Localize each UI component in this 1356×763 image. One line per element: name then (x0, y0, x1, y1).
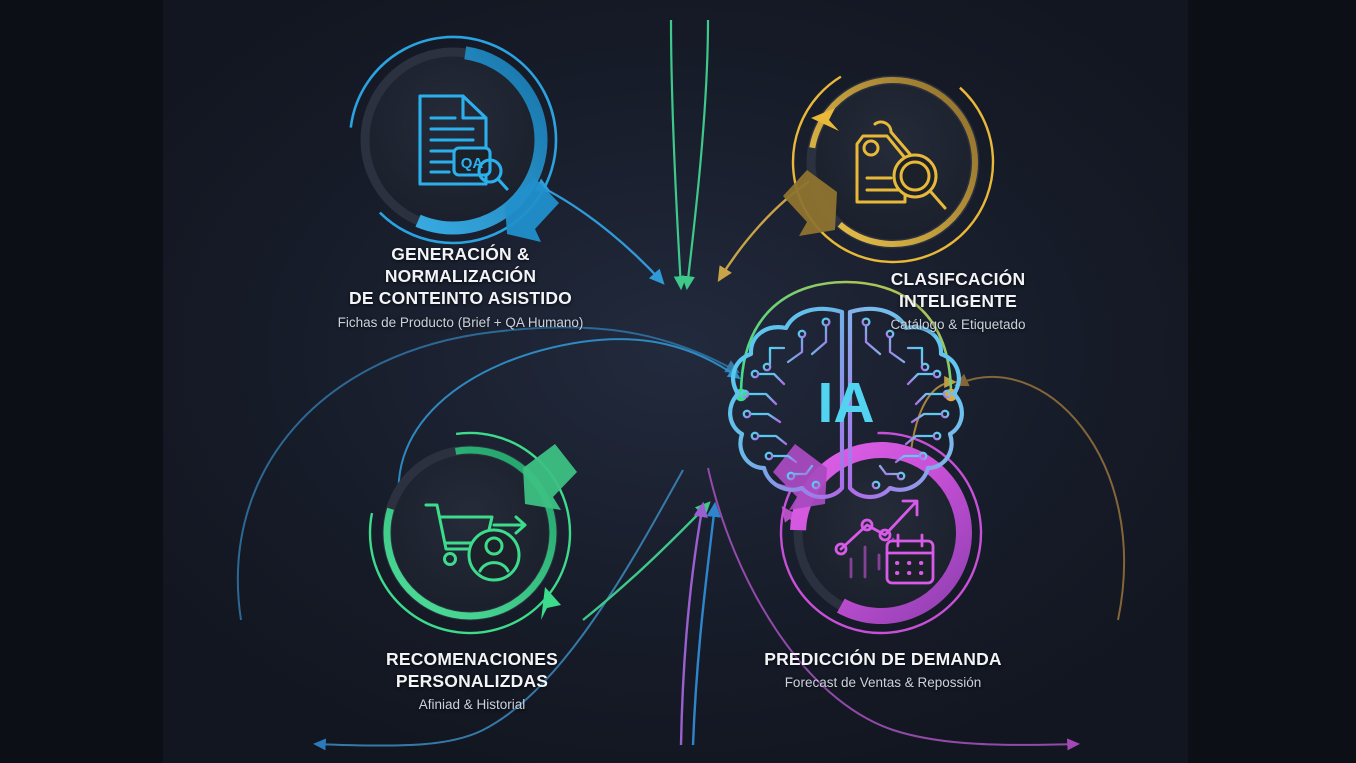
label-clasificacion-inteligente: CLASIFCACIÓN INTELIGENTE Catálogo & Etiq… (823, 268, 1093, 334)
svg-text:QA: QA (461, 155, 484, 172)
node-br-outer-ring (779, 431, 983, 635)
brain-top-arc (739, 280, 953, 397)
label-bl-subtitle: Afiniad & Historial (418, 697, 526, 713)
node-bl-ring-arrow (541, 587, 561, 620)
node-tr-progress-ring (808, 77, 978, 247)
label-tl-title: GENERACIÓN & NORMALIZACIÓN DE CONTEINTO … (349, 244, 572, 309)
node-bl-outer-ring (368, 431, 572, 635)
brain-circuit-traces-right (858, 317, 952, 490)
brain-right-hemisphere (847, 306, 964, 500)
green-down-arrow-2 (681, 19, 710, 291)
label-tr-title: CLASIFCACIÓN INTELIGENTE (890, 269, 1026, 312)
center-brain[interactable]: IA (163, 0, 1188, 763)
node-tl-outer-ring (348, 35, 558, 245)
label-generacion-normalizacion: GENERACIÓN & NORMALIZACIÓN DE CONTEINTO … (318, 243, 603, 332)
letterbox-left (0, 0, 163, 763)
tag-magnifier-icon (855, 120, 947, 210)
label-br-subtitle: Forecast de Ventas & Repossión (784, 675, 982, 691)
brain-circuit-traces-left (740, 317, 834, 490)
outer-left-sweep-2 (397, 338, 741, 521)
label-bl-title: RECOMENACIONES PERSONALIZDAS (386, 649, 558, 692)
brain-left-hemisphere (728, 306, 845, 500)
bottom-long-arrow-blue (691, 501, 721, 746)
letterbox-right (1188, 0, 1356, 763)
label-tr-subtitle: Catálogo & Etiquetado (890, 317, 1026, 333)
node-tr-outer-ring (791, 60, 995, 264)
green-down-arrow-1 (669, 19, 687, 291)
node-clasificacion-inteligente[interactable] (163, 0, 1188, 763)
node-recomenaciones-personalizdas[interactable] (163, 0, 1188, 763)
trend-calendar-icon (834, 499, 935, 585)
label-prediccion-demanda: PREDICCIÓN DE DEMANDA Forecast de Ventas… (738, 648, 1028, 692)
document-qa-magnifier-icon: QA (418, 94, 509, 191)
bottom-left-sweep (313, 469, 684, 751)
label-br-title: PREDICCIÓN DE DEMANDA (764, 649, 1002, 669)
diagram-canvas: QA (163, 0, 1188, 763)
bottom-right-sweep (707, 467, 1080, 751)
node-br-progress-ring (789, 442, 972, 624)
bottom-long-arrow-violet (679, 501, 708, 746)
node-bl-chevron (523, 444, 577, 510)
brain-label: IA (818, 371, 875, 435)
gold-sweep-1 (954, 373, 1125, 621)
node-tr-ring-arrow (811, 108, 839, 131)
node-generacion-normalizacion[interactable]: QA (163, 0, 1188, 763)
node-tr-chevron (783, 170, 837, 236)
tl-connector-arrow[interactable] (534, 178, 665, 285)
label-tl-subtitle: Fichas de Producto (Brief + QA Humano) (337, 314, 584, 330)
node-br-chevron (773, 444, 827, 510)
label-recomenaciones-personalizdas: RECOMENACIONES PERSONALIZDAS Afiniad & H… (341, 648, 603, 714)
cart-user-arrow-icon (424, 503, 527, 582)
node-bl-progress-ring (383, 446, 557, 620)
node-tl-chevron (505, 178, 559, 242)
outer-left-sweep-1 (236, 326, 740, 621)
